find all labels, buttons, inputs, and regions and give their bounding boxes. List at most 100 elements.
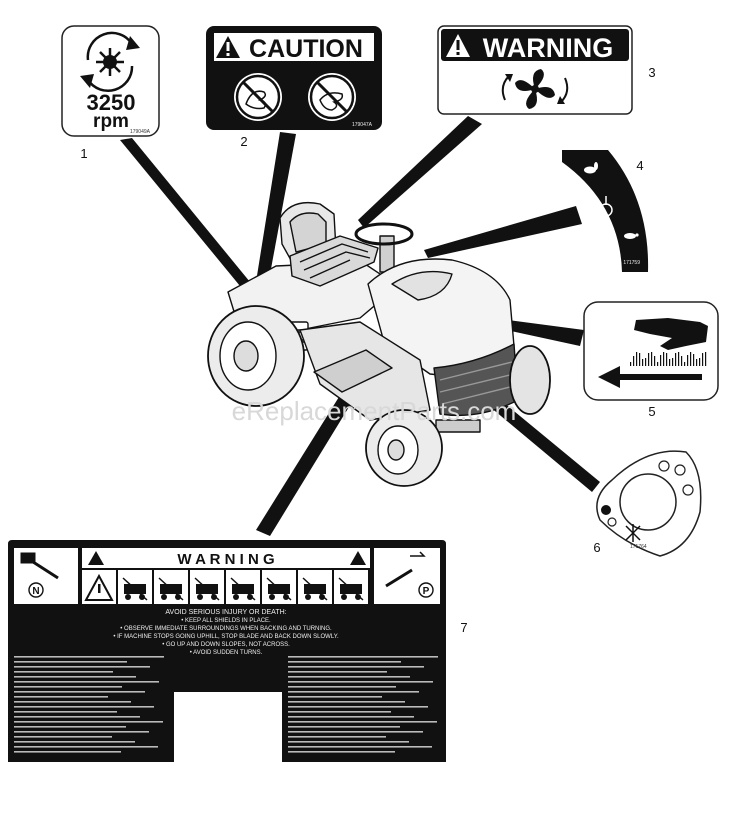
fine-print-line bbox=[288, 676, 410, 678]
spray-mark bbox=[654, 356, 656, 366]
slope-tip-icon bbox=[298, 570, 332, 604]
run-position-icon bbox=[674, 464, 686, 476]
choke-icon bbox=[599, 196, 613, 217]
fine-print-line bbox=[14, 681, 159, 683]
turtle-icon bbox=[624, 233, 639, 239]
engine-start-icon bbox=[625, 524, 641, 542]
fine-print-line bbox=[288, 721, 437, 723]
slope-icon bbox=[226, 570, 260, 604]
fine-print-line bbox=[14, 716, 140, 718]
fine-print-left bbox=[14, 656, 164, 753]
fine-print-line bbox=[288, 661, 401, 663]
no-chain-hand-icon bbox=[308, 73, 356, 121]
fine-print-line bbox=[288, 656, 438, 658]
light-position-icon bbox=[682, 484, 694, 496]
mower-icon bbox=[190, 570, 224, 604]
decal-1-code: 179049A bbox=[130, 129, 151, 135]
stop-position-icon bbox=[601, 505, 611, 515]
spray-mark bbox=[678, 352, 680, 366]
spray-mark bbox=[639, 353, 641, 366]
spray-mark bbox=[666, 353, 668, 366]
leader-2 bbox=[256, 132, 296, 285]
fine-print-line bbox=[288, 686, 396, 688]
spray-mark bbox=[675, 353, 677, 366]
callout-3: 3 bbox=[648, 65, 655, 80]
callout-5: 5 bbox=[648, 404, 655, 419]
callout-numbers: 1 2 3 4 5 6 7 bbox=[80, 65, 655, 635]
front-wheel-right bbox=[509, 345, 551, 415]
spray-mark bbox=[648, 353, 650, 366]
fine-print-line bbox=[14, 671, 113, 673]
hand-icon bbox=[634, 318, 708, 350]
warning-plate-heading: AVOID SERIOUS INJURY OR DEATH: bbox=[165, 609, 286, 616]
fine-print-right bbox=[288, 656, 438, 753]
spray-mark bbox=[669, 359, 671, 366]
decal-1-rpm: 3250 rpm 179049A bbox=[61, 25, 160, 137]
fine-print-line bbox=[288, 726, 400, 728]
fine-print-line bbox=[288, 691, 419, 693]
thrown-object-icon bbox=[262, 570, 296, 604]
spray-mark bbox=[660, 355, 662, 366]
warning-line-1: • KEEP ALL SHIELDS IN PLACE. bbox=[181, 618, 271, 624]
fine-print-line bbox=[14, 661, 127, 663]
spray-mark bbox=[630, 362, 632, 366]
callout-6: 6 bbox=[593, 540, 600, 555]
callout-7: 7 bbox=[460, 620, 467, 635]
warning-title: WARNING bbox=[483, 33, 614, 63]
callout-2: 2 bbox=[240, 134, 247, 149]
rabbit-icon bbox=[584, 162, 598, 174]
decal-7-warning-plate: N W A R N I N G P AVOID SERIOUS INJURY O… bbox=[8, 540, 446, 762]
fine-print-line bbox=[288, 696, 382, 698]
warning-triangle-icon bbox=[88, 551, 104, 565]
decal-6-ignition: 171764 bbox=[596, 450, 702, 557]
fine-print-line bbox=[288, 706, 428, 708]
spray-mark bbox=[690, 352, 692, 366]
decal-4-throttle: 171759 bbox=[562, 150, 649, 272]
decal-2-code: 179047A bbox=[352, 122, 373, 128]
spray-mark bbox=[699, 358, 701, 366]
start-position-icon bbox=[658, 460, 670, 472]
warning-triangle-icon bbox=[216, 36, 240, 58]
warning-triangle-icon bbox=[446, 34, 470, 57]
spray-mark bbox=[642, 359, 644, 366]
fine-print-line bbox=[14, 726, 126, 728]
spray-mark bbox=[693, 354, 695, 366]
fine-print-line bbox=[14, 666, 150, 668]
engine-speed-icon bbox=[80, 31, 140, 92]
fine-print-line bbox=[288, 741, 409, 743]
leader-5 bbox=[506, 320, 584, 346]
fine-print-line bbox=[288, 751, 395, 753]
spray-mark bbox=[681, 356, 683, 366]
warning-line-5: • AVOID SUDDEN TURNS. bbox=[190, 650, 263, 656]
spray-mark bbox=[645, 358, 647, 366]
warning-triangle-icon bbox=[350, 551, 366, 565]
callout-1: 1 bbox=[80, 146, 87, 161]
decal-4-code: 171759 bbox=[623, 260, 640, 266]
pedal-neutral-icon bbox=[20, 552, 59, 580]
decal-5-hand bbox=[583, 301, 719, 401]
fine-print-line bbox=[288, 681, 433, 683]
neutral-letter: N bbox=[32, 586, 39, 597]
lawn-tractor-illustration bbox=[207, 201, 551, 487]
fine-print-line bbox=[14, 721, 163, 723]
fine-print-line bbox=[14, 706, 154, 708]
fine-print-line bbox=[288, 701, 405, 703]
park-letter: P bbox=[423, 586, 430, 597]
decal-2-caution: CAUTION 179047A bbox=[206, 26, 382, 130]
warning-line-3: • IF MACHINE STOPS GOING UPHILL, STOP BL… bbox=[113, 634, 339, 640]
arrow-left-icon bbox=[598, 366, 702, 388]
hazard-pictogram-row bbox=[82, 570, 368, 604]
spray-mark bbox=[684, 362, 686, 366]
leader-7 bbox=[256, 360, 374, 536]
fine-print-line bbox=[14, 711, 117, 713]
no-hands-icon bbox=[234, 73, 282, 121]
fine-print-line bbox=[14, 691, 145, 693]
fine-print-line bbox=[14, 741, 135, 743]
decal-3-warning: WARNING bbox=[437, 25, 633, 115]
watermark: eReplacementParts.com bbox=[232, 396, 517, 426]
fine-print-line bbox=[14, 696, 108, 698]
leader-4 bbox=[424, 206, 582, 258]
callout-4: 4 bbox=[636, 158, 643, 173]
